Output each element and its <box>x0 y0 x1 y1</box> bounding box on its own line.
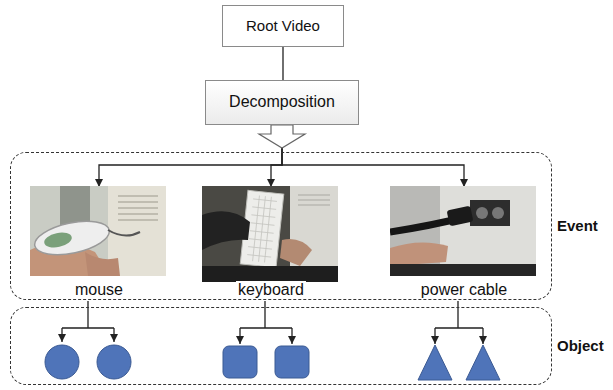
mouse-photo <box>30 186 166 276</box>
connector <box>282 125 464 187</box>
circle-symbol <box>97 345 131 379</box>
triangle-symbol <box>418 345 452 380</box>
region-label: Object <box>557 337 604 354</box>
object-symbols <box>45 345 500 380</box>
square-symbol <box>275 346 309 378</box>
keyboard-photo <box>202 186 338 282</box>
image-caption: power cable <box>419 281 509 299</box>
event-image: mouse <box>31 187 167 299</box>
event-image: power cable <box>391 187 537 299</box>
square-symbol <box>223 346 257 378</box>
connector <box>282 47 283 80</box>
image-caption: keyboard <box>236 281 306 299</box>
object-band: Object <box>10 307 552 385</box>
connector <box>99 125 282 187</box>
hollow-arrow <box>259 125 305 148</box>
process-box: Root Video <box>222 5 344 47</box>
image-caption: mouse <box>73 281 125 299</box>
box-label: Root Video <box>246 17 320 34</box>
triangle-symbol <box>466 345 500 380</box>
event-image: keyboard <box>203 187 339 299</box>
process-box: Decomposition <box>205 80 359 125</box>
region-label: Event <box>557 217 598 234</box>
circle-symbol <box>45 345 79 379</box>
event-band: mousekeyboardpower cableEvent <box>10 152 552 300</box>
power-cable-photo <box>390 186 536 276</box>
box-label: Decomposition <box>229 93 335 111</box>
